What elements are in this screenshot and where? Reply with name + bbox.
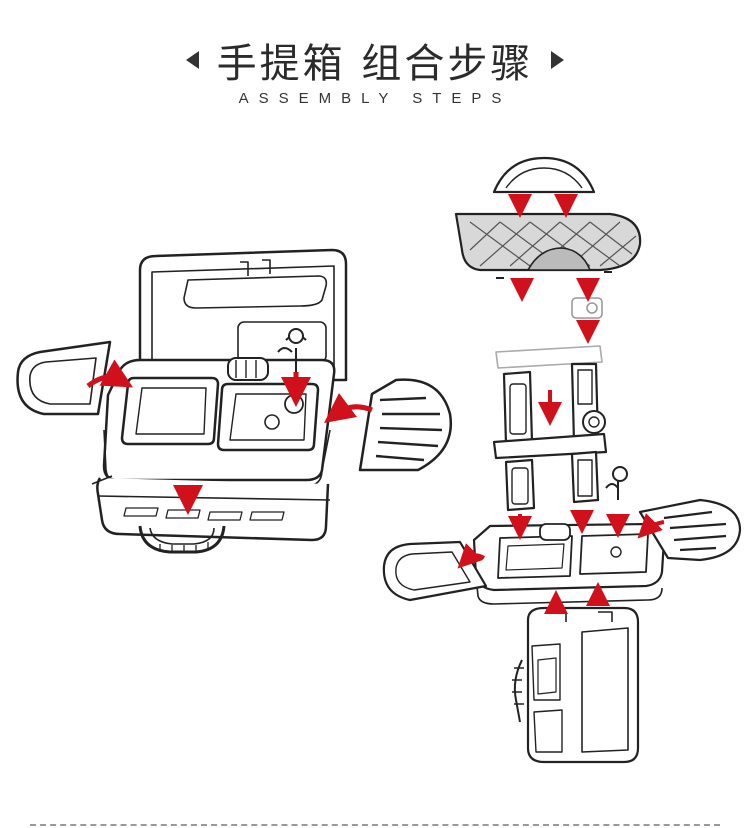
bottom-right-side-panel: [638, 498, 742, 562]
page-title: 手提箱 组合步骤: [216, 41, 534, 87]
suitcase-open-diagram: [16, 248, 453, 554]
bottom-left-side-panel: [382, 540, 488, 602]
bottom-case: [512, 606, 640, 764]
exploded-stack-diagram: [382, 156, 742, 764]
right-side-panel: [358, 378, 453, 472]
page-subtitle: ASSEMBLY STEPS: [238, 90, 512, 107]
left-assembly-arrows: [86, 359, 373, 515]
title-row: 手提箱 组合步骤: [0, 36, 750, 87]
header: 手提箱 组合步骤 ASSEMBLY STEPS: [0, 36, 750, 107]
triangle-left-icon: [185, 51, 199, 69]
middle-tray: [472, 522, 666, 605]
triangle-right-icon: [551, 51, 565, 69]
quilted-cover: [454, 212, 642, 279]
shelf-bar: [495, 345, 603, 369]
right-assembly-arrows: [457, 194, 665, 614]
cup-piece: [571, 297, 603, 319]
bottom-divider: [30, 824, 720, 826]
faucet-piece: [605, 466, 628, 500]
top-arch-piece: [492, 156, 596, 194]
suitcase-drawer: [91, 475, 331, 554]
posts: [492, 362, 608, 512]
